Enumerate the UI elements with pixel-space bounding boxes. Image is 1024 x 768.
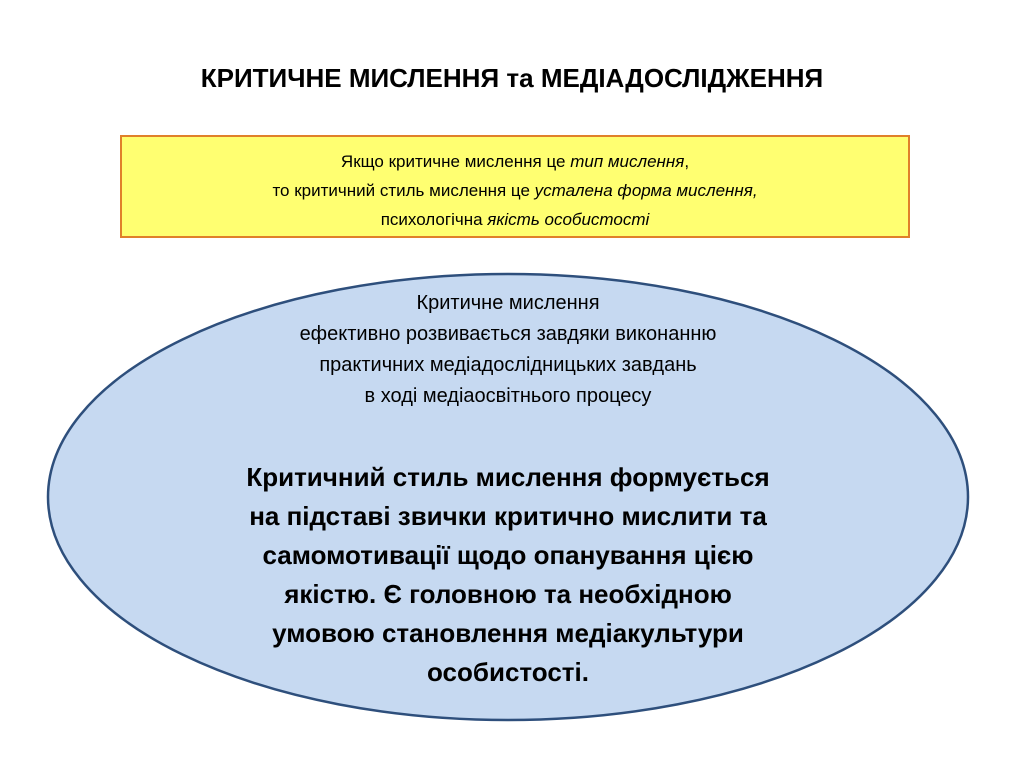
definition-line-1-italic: тип мислення (570, 152, 685, 171)
definition-line-3-text: психологічна (380, 210, 488, 229)
ellipse-block: Критичне мислення ефективно розвивається… (46, 272, 970, 722)
ellipse-intro-line: Критичне мислення (416, 292, 600, 314)
ellipse-intro-line: в ході медіаосвітнього процесу (364, 385, 652, 407)
ellipse-intro-text: Критичне мислення ефективно розвивається… (46, 288, 970, 412)
ellipse-main-line: самомотивації щодо опанування цією (262, 540, 754, 570)
slide-title: КРИТИЧНЕ МИСЛЕННЯ та МЕДІАДОСЛІДЖЕННЯ (0, 63, 1024, 94)
definition-line-2: то критичний стиль мислення це усталена … (122, 176, 908, 205)
ellipse-intro-line: практичних медіадослідницьких завдань (319, 354, 697, 376)
definition-line-3: психологічна якість особистості (122, 205, 908, 234)
definition-line-1: Якщо критичне мислення це тип мислення, (122, 147, 908, 176)
definition-line-1-end: , (684, 152, 690, 171)
definition-line-1-text: Якщо критичне мислення це (340, 152, 571, 171)
ellipse-main-line: умовою становлення медіакультури (272, 618, 744, 648)
definition-line-2-text: то критичний стиль мислення це (272, 181, 535, 200)
definition-line-2-italic: усталена форма мислення, (534, 181, 758, 200)
ellipse-shape (46, 272, 970, 722)
ellipse-intro-line: ефективно розвивається завдяки виконанню (299, 323, 717, 345)
title-main: КРИТИЧНЕ МИСЛЕННЯ (200, 63, 500, 93)
ellipse-main-line: якістю. Є головною та необхідною (284, 579, 732, 609)
ellipse-main-line: Критичний стиль мислення формується (246, 462, 770, 492)
definition-line-3-italic: якість особистості (487, 210, 650, 229)
ellipse-main-line: на підставі звички критично мислити та (249, 501, 767, 531)
title-tail: МЕДІАДОСЛІДЖЕННЯ (540, 63, 824, 93)
ellipse-main-line: особистості. (427, 657, 589, 687)
ellipse-main-text: Критичний стиль мислення формується на п… (46, 458, 970, 692)
definition-box: Якщо критичне мислення це тип мислення, … (120, 135, 910, 238)
title-connector: та (506, 63, 534, 93)
